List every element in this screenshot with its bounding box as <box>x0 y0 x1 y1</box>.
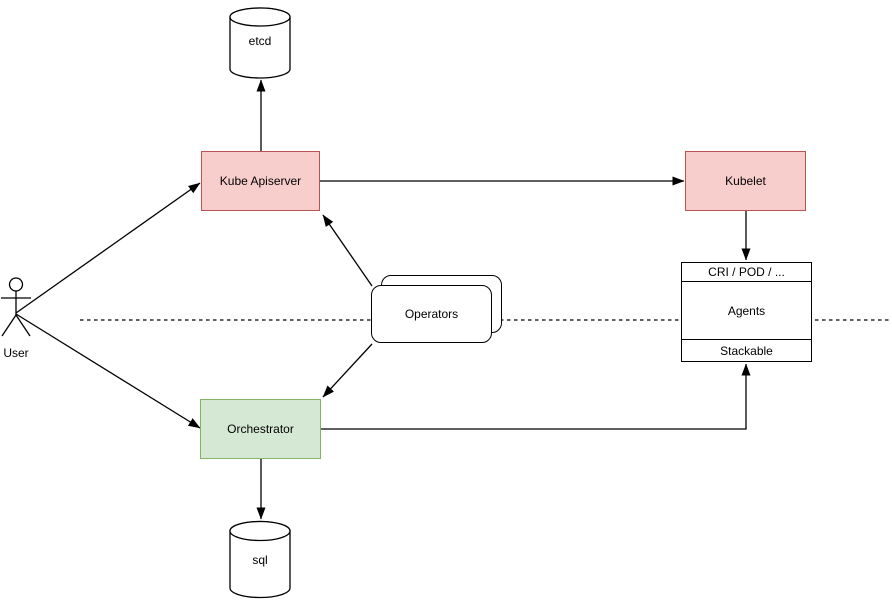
user-actor-figure[interactable] <box>1 277 31 337</box>
node-sql-label: sql <box>252 553 268 567</box>
edge-operators-to-orchestrator <box>322 343 373 398</box>
actor-head <box>8 277 24 292</box>
node-operators-label: Operators <box>404 306 459 321</box>
node-operators[interactable]: Operators <box>371 285 492 343</box>
node-etcd-label: etcd <box>248 34 272 48</box>
agents-footer-label: Stackable <box>720 343 773 358</box>
agents-body-row: Agents <box>682 282 811 339</box>
etcd-cylinder-shape[interactable] <box>229 7 291 79</box>
node-kube-apiserver[interactable]: Kube Apiserver <box>201 151 320 211</box>
node-kubelet[interactable]: Kubelet <box>685 151 806 211</box>
actor-right-leg <box>15 314 31 337</box>
edge-user-to-kube-apiserver <box>15 182 201 314</box>
edge-user-to-orchestrator <box>15 313 201 429</box>
agents-body-label: Agents <box>727 303 766 318</box>
agents-header-label: CRI / POD / ... <box>708 265 785 279</box>
node-orchestrator[interactable]: Orchestrator <box>200 399 321 459</box>
node-kubelet-label: Kubelet <box>725 173 766 188</box>
edge-operators-to-kube-apiserver <box>322 214 373 287</box>
node-agents[interactable]: CRI / POD / ... Agents Stackable <box>681 262 812 362</box>
agents-header-row: CRI / POD / ... <box>682 263 811 282</box>
agents-footer-row: Stackable <box>682 339 811 361</box>
edge-orchestrator-to-agents <box>321 363 751 430</box>
sql-cylinder-shape[interactable] <box>229 520 291 599</box>
node-orchestrator-label: Orchestrator <box>227 421 294 436</box>
node-user-label: User <box>3 346 29 360</box>
node-kube-apiserver-label: Kube Apiserver <box>219 173 302 188</box>
actor-left-leg <box>1 314 17 337</box>
